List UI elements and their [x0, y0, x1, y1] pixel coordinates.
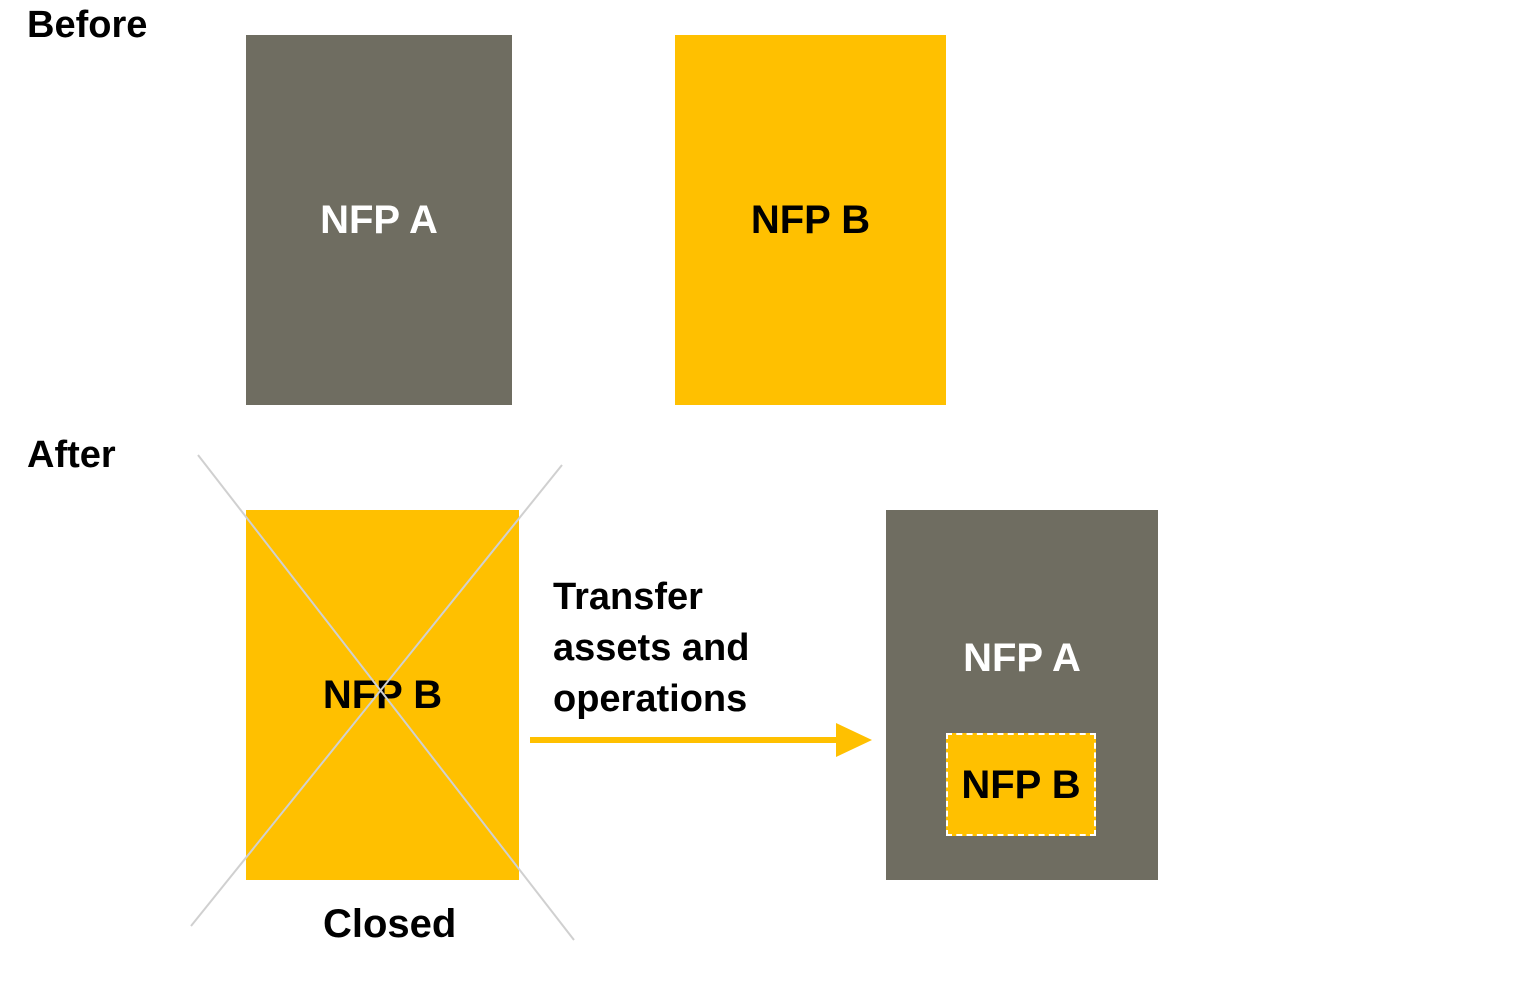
transfer-text-line: operations — [553, 678, 748, 720]
closed-caption: Closed — [323, 902, 457, 946]
transfer-text-line: Transfer — [553, 576, 703, 618]
transfer-text-line: assets and — [553, 627, 750, 669]
transfer-arrow-head — [836, 723, 872, 757]
after-closed-nfp-b-box: NFP B — [246, 510, 519, 880]
before-nfp-a-label: NFP A — [320, 198, 438, 242]
after-closed-nfp-b-label: NFP B — [322, 673, 443, 717]
after-merged-nfp-a-box: NFP A NFP B — [886, 510, 1158, 880]
before-nfp-b-box: NFP B — [675, 35, 946, 405]
transfer-text: Transfer assets and operations — [553, 572, 749, 725]
before-nfp-a-box: NFP A — [246, 35, 512, 405]
after-merged-nfp-a-label: NFP A — [963, 636, 1081, 680]
nested-nfp-b-label: NFP B — [961, 762, 1081, 807]
after-label: After — [27, 434, 116, 476]
before-label: Before — [27, 4, 148, 46]
nested-nfp-b-box: NFP B — [946, 733, 1096, 836]
before-nfp-b-label: NFP B — [750, 198, 871, 242]
